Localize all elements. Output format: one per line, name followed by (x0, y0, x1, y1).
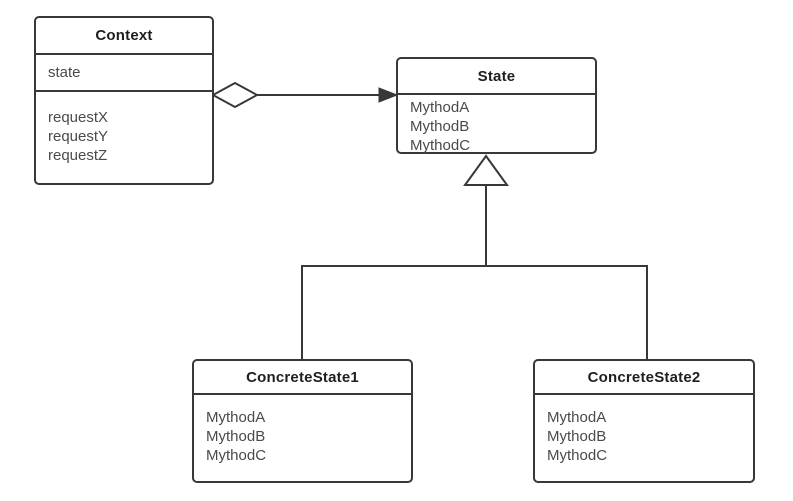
method-item: MythodC (547, 447, 608, 464)
inheritance-branch-line (301, 265, 648, 359)
methods-compartment-state: MythodA MythodB MythodC (398, 93, 595, 155)
attribute-item: state (48, 64, 81, 81)
method-item: MythodB (206, 428, 266, 445)
class-box-concrete-state-1[interactable]: ConcreteState1 MythodA MythodB MythodC (192, 359, 413, 483)
method-item: MythodC (410, 137, 471, 154)
inheritance-connector[interactable] (301, 154, 648, 359)
methods-compartment-context: requestX requestY requestZ (36, 90, 212, 183)
method-item: requestZ (48, 147, 108, 164)
method-item: MythodB (547, 428, 607, 445)
class-title-concrete-state-2: ConcreteState2 (587, 368, 701, 386)
class-box-state[interactable]: State MythodA MythodB MythodC (396, 57, 597, 154)
class-box-context[interactable]: Context state requestX requestY requestZ (34, 16, 214, 185)
aggregation-connector[interactable] (210, 81, 399, 109)
method-item: MythodA (547, 409, 607, 426)
method-item: MythodC (206, 447, 267, 464)
class-title-concrete-state-1: ConcreteState1 (246, 368, 359, 386)
method-item: requestY (48, 128, 109, 145)
methods-compartment-concrete-state-2: MythodA MythodB MythodC (535, 393, 753, 481)
class-title-context: Context (95, 27, 153, 44)
method-item: requestX (48, 109, 109, 126)
arrowhead-icon (378, 87, 399, 103)
method-item: MythodB (410, 118, 470, 135)
class-box-concrete-state-2[interactable]: ConcreteState2 MythodA MythodB MythodC (533, 359, 755, 483)
methods-compartment-concrete-state-1: MythodA MythodB MythodC (194, 393, 411, 481)
method-item: MythodA (206, 409, 266, 426)
attributes-compartment-context: state (36, 53, 212, 90)
method-item: MythodA (410, 99, 470, 116)
inheritance-triangle-icon (463, 154, 509, 186)
aggregation-diamond-icon (210, 81, 260, 109)
class-title-state: State (477, 67, 516, 85)
